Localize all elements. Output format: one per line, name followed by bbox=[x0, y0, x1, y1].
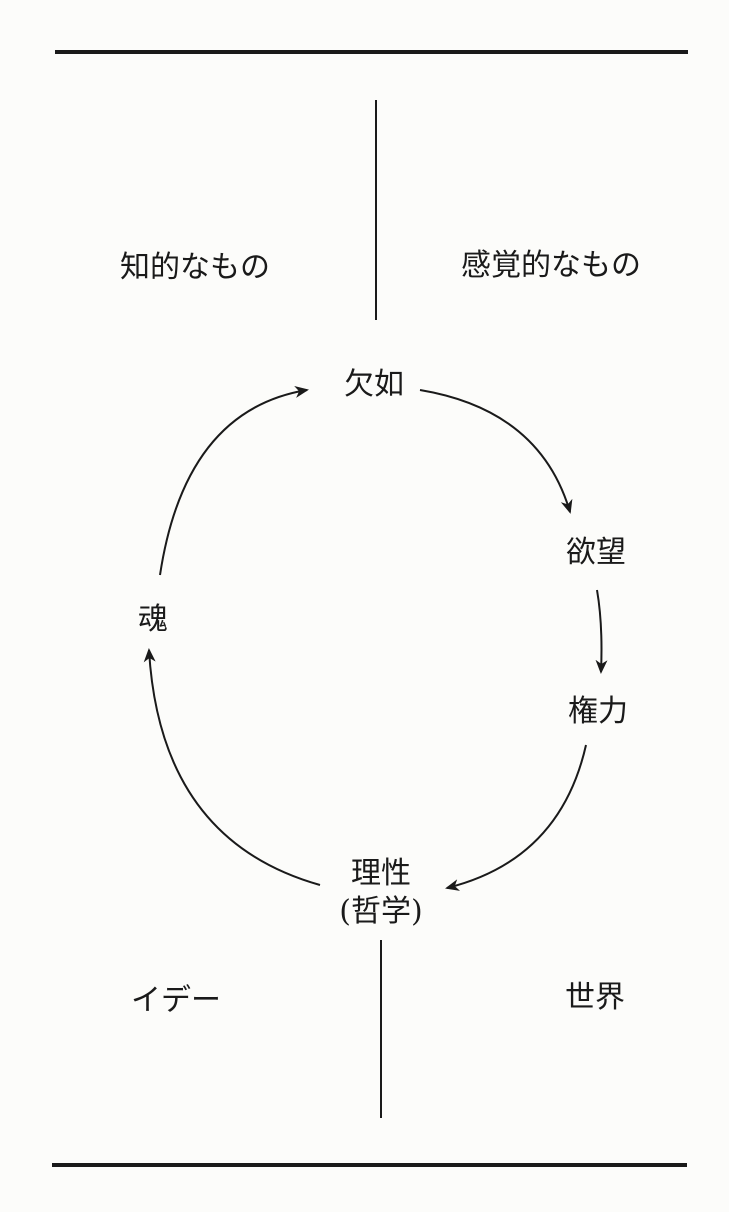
arrow-soul-to-lack bbox=[159, 386, 309, 576]
arrow-power-to-reason bbox=[445, 744, 587, 891]
arrow-reason-to-soul bbox=[143, 648, 321, 886]
node-power: 権力 bbox=[568, 694, 628, 729]
node-soul: 魂 bbox=[138, 602, 168, 637]
arrow-desire-to-power bbox=[595, 589, 608, 674]
label-intelligible: 知的なもの bbox=[120, 250, 270, 285]
node-lack: 欠如 bbox=[344, 367, 404, 402]
node-philosophy: (哲学) bbox=[339, 894, 423, 929]
node-desire: 欲望 bbox=[566, 535, 626, 570]
label-sensible: 感覚的なもの bbox=[461, 248, 641, 283]
label-world: 世界 bbox=[565, 980, 625, 1015]
node-reason: 理性 bbox=[351, 856, 411, 891]
label-idea: イデー bbox=[131, 983, 221, 1018]
arrow-lack-to-desire bbox=[419, 389, 573, 514]
